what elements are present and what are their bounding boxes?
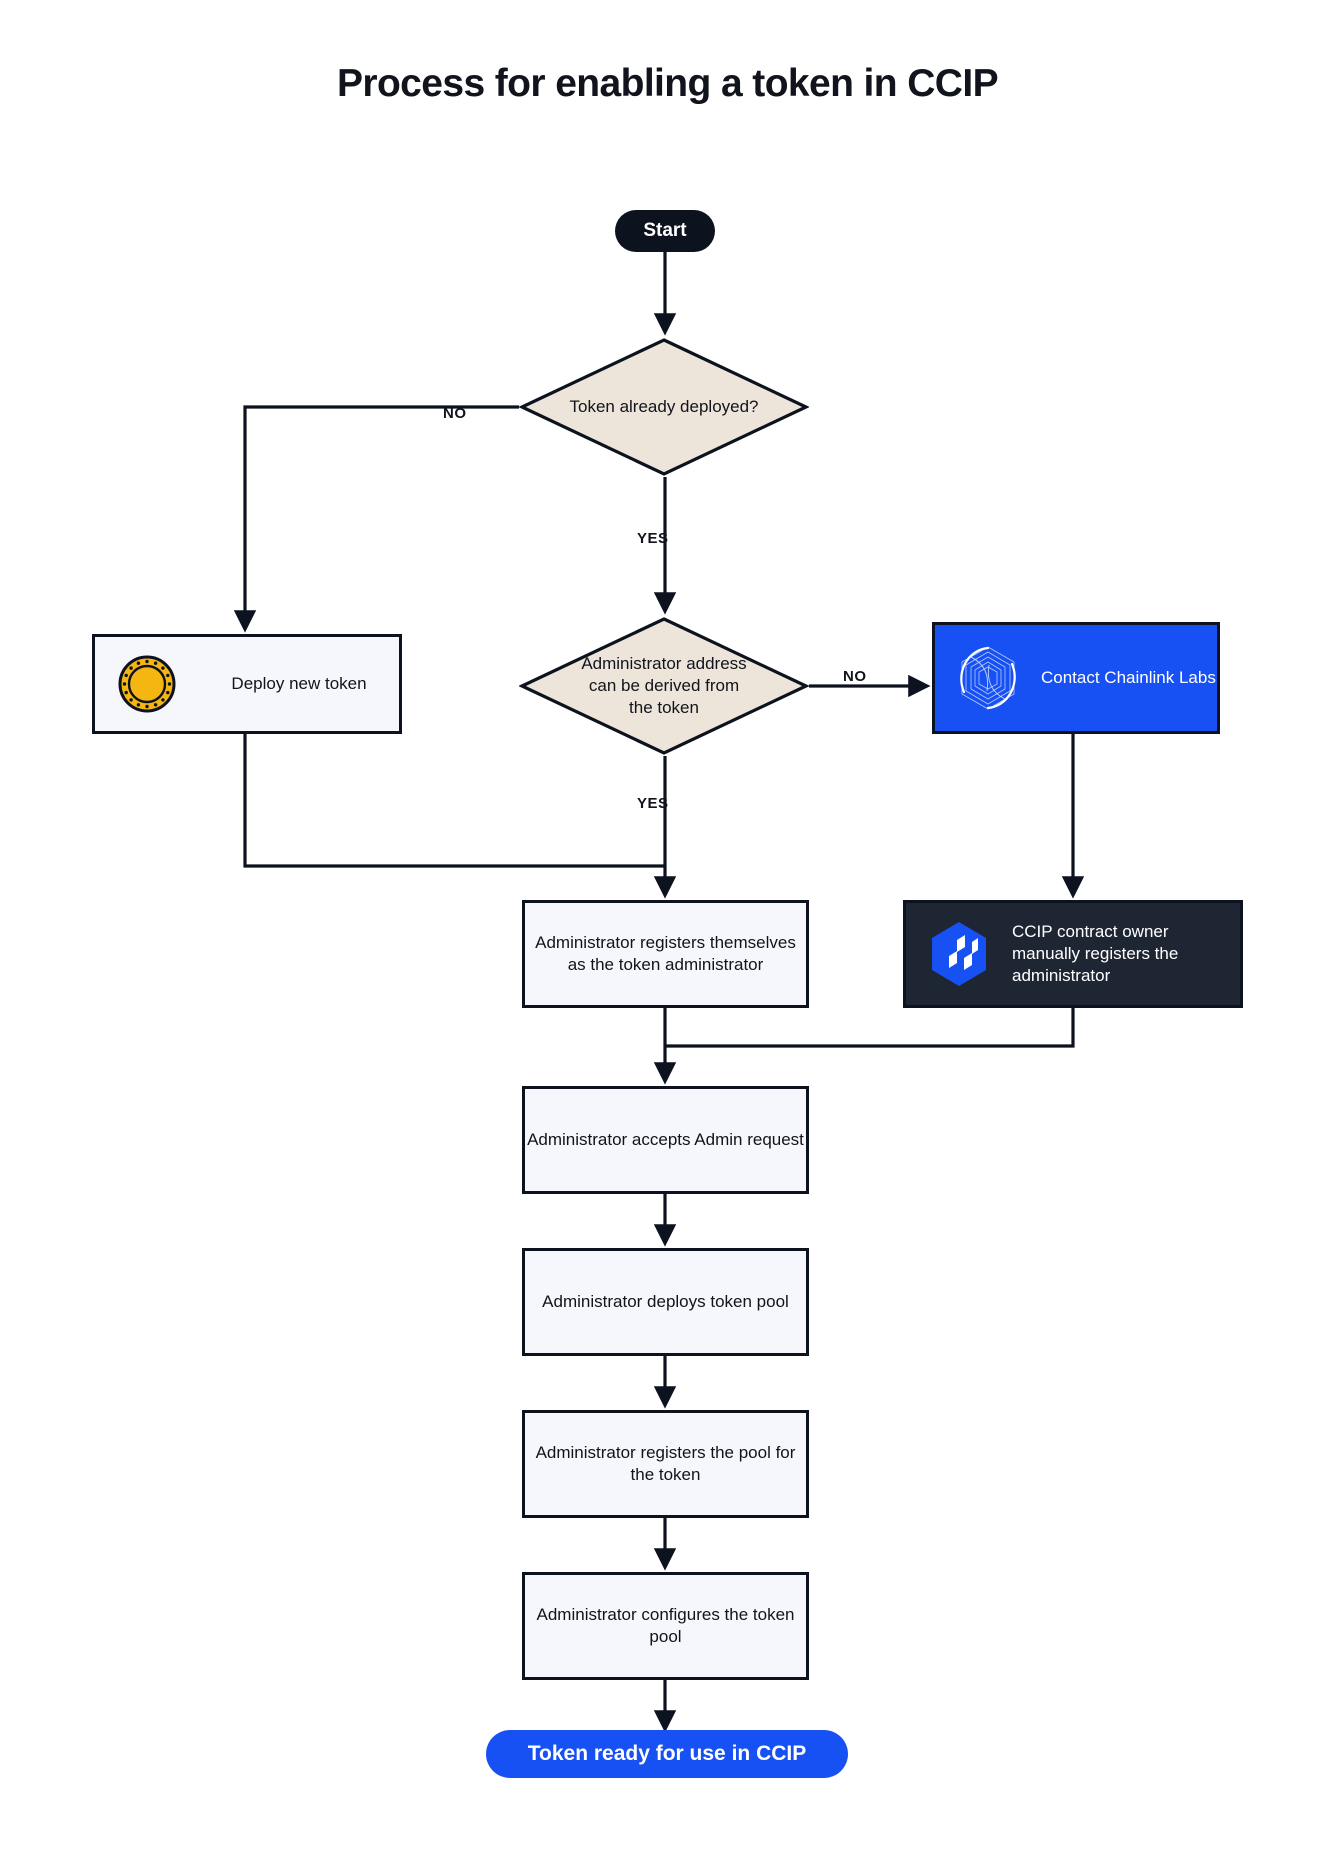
page-title: Process for enabling a token in CCIP: [336, 62, 999, 105]
administrator-registers-self-node: Administrator registers themselves as th…: [522, 900, 809, 1008]
end-node: Token ready for use in CCIP: [486, 1730, 848, 1778]
decision-administrator-address-derivable-label: Administrator address can be derived fro…: [581, 654, 747, 717]
start-node-label: Start: [643, 220, 687, 241]
administrator-deploys-token-pool-label: Administrator deploys token pool: [542, 1291, 789, 1311]
administrator-registers-pool-node: Administrator registers the pool for the…: [522, 1410, 809, 1518]
ccip-contract-owner-label: CCIP contract owner manually registers t…: [1012, 921, 1179, 986]
administrator-accepts-admin-request-label: Administrator accepts Admin request: [527, 1129, 804, 1149]
administrator-registers-pool-label: Administrator registers the pool for the…: [535, 1442, 796, 1484]
administrator-accepts-admin-request-node: Administrator accepts Admin request: [522, 1086, 809, 1194]
chainlink-logo-icon: [960, 646, 1016, 710]
contact-chainlink-labs-node: Contact Chainlink Labs: [932, 622, 1220, 734]
diamond-shape: [519, 617, 809, 755]
administrator-configures-pool-node: Administrator configures the token pool: [522, 1572, 809, 1680]
diamond-shape: [519, 338, 809, 476]
end-node-label: Token ready for use in CCIP: [527, 1742, 807, 1765]
ccip-contract-owner-node: CCIP contract owner manually registers t…: [903, 900, 1243, 1008]
gold-coin-icon: [118, 655, 176, 713]
decision-token-already-deployed: Token already deployed?: [519, 337, 809, 477]
administrator-registers-self-label: Administrator registers themselves as th…: [535, 932, 796, 974]
administrator-deploys-token-pool-node: Administrator deploys token pool: [522, 1248, 809, 1356]
decision-administrator-address-derivable: Administrator address can be derived fro…: [519, 616, 809, 756]
start-node: Start: [615, 210, 715, 252]
edge-label-yes-token-deployed: YES: [637, 530, 669, 547]
administrator-configures-pool-label: Administrator configures the token pool: [536, 1604, 795, 1646]
deploy-new-token-label: Deploy new token: [231, 673, 367, 693]
edge-label-yes-admin-derived: YES: [637, 795, 669, 812]
deploy-new-token-node: Deploy new token: [92, 634, 402, 734]
edge-label-no-token-deployed: NO: [443, 405, 467, 422]
decision-token-already-deployed-label: Token already deployed?: [569, 397, 759, 417]
contact-chainlink-labs-label: Contact Chainlink Labs: [1041, 667, 1216, 687]
edge-label-no-admin-derived: NO: [843, 668, 867, 685]
ccip-logo-icon: [932, 922, 986, 986]
